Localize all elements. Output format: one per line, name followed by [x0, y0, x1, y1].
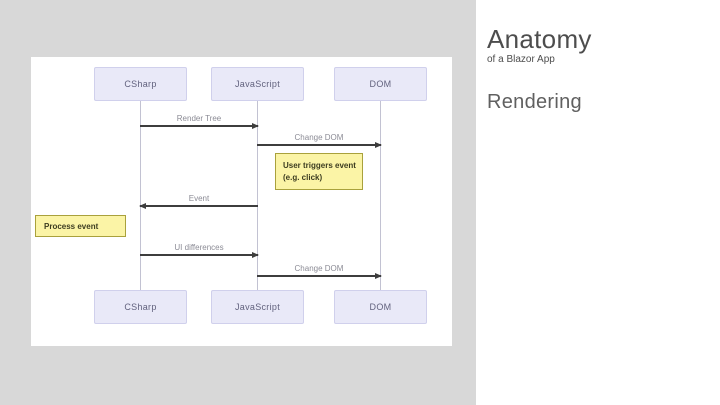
actor-box-top-dom: DOM [334, 67, 427, 101]
message-arrow-line [257, 141, 382, 148]
actor-label: CSharp [124, 79, 157, 89]
slide-subtitle: of a Blazor App [487, 54, 555, 65]
section-heading: Rendering [487, 91, 582, 113]
note-process-event: Process event [35, 215, 126, 237]
actor-box-bottom-javascript: JavaScript [211, 290, 304, 324]
message-render-tree: Render Tree [140, 114, 259, 129]
message-ui-differences: UI differences [140, 243, 259, 258]
message-arrow-line [140, 251, 259, 258]
actor-label: DOM [369, 79, 392, 89]
arrowhead-right-icon [252, 122, 259, 129]
message-label: Change DOM [294, 264, 344, 273]
message-change-dom-bottom: Change DOM [257, 264, 382, 279]
note-line-1: User triggers event [283, 161, 356, 170]
slide-title: Anatomy [487, 24, 592, 54]
message-arrow-line [140, 122, 259, 129]
actor-label: JavaScript [234, 79, 281, 89]
message-label: UI differences [174, 243, 224, 252]
actor-box-bottom-csharp: CSharp [94, 290, 187, 324]
message-label: Render Tree [176, 114, 222, 123]
actor-label: JavaScript [234, 302, 281, 312]
note-user-triggers-event: User triggers event (e.g. click) [275, 153, 363, 190]
note-line-1: Process event [44, 221, 99, 231]
message-arrow-line [139, 202, 258, 209]
actor-box-top-csharp: CSharp [94, 67, 187, 101]
actor-box-bottom-dom: DOM [334, 290, 427, 324]
note-line-2: (e.g. click) [283, 173, 323, 182]
arrowhead-right-icon [375, 272, 382, 279]
actor-box-top-javascript: JavaScript [211, 67, 304, 101]
actor-label: DOM [369, 302, 392, 312]
actor-label: CSharp [124, 302, 157, 312]
lifeline-javascript [257, 101, 258, 290]
arrowhead-right-icon [252, 251, 259, 258]
arrowhead-left-icon [139, 202, 146, 209]
lifeline-csharp [140, 101, 141, 290]
lifeline-dom [380, 101, 381, 290]
message-label: Event [188, 194, 210, 203]
message-event: Event [139, 194, 258, 209]
message-arrow-line [257, 272, 382, 279]
message-change-dom-top: Change DOM [257, 133, 382, 148]
message-label: Change DOM [294, 133, 344, 142]
sequence-diagram: CSharp JavaScript DOM Render Tree Change… [31, 57, 452, 346]
arrowhead-right-icon [375, 141, 382, 148]
